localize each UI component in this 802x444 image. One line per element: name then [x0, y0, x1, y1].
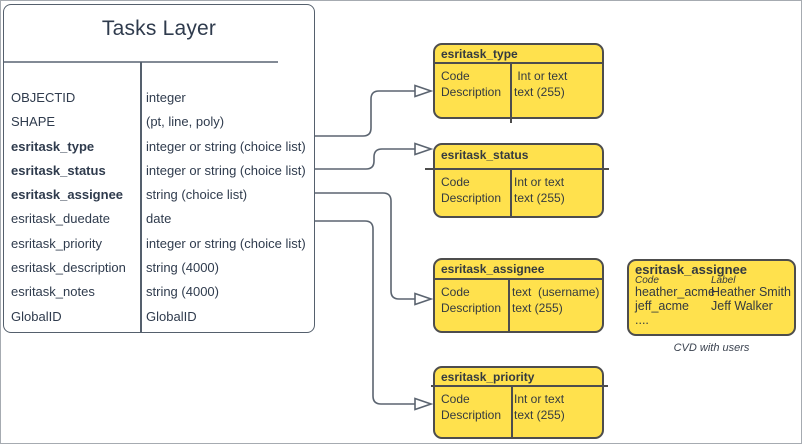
choice-list-box-esritask-status: [433, 143, 604, 218]
field-name: esritask_description: [11, 260, 126, 276]
arrowhead-esritask-assignee: [414, 292, 434, 306]
arrowhead-esritask-type: [414, 84, 434, 98]
connector-esritask-assignee: [315, 192, 415, 300]
choice-list-fields: Code Description: [441, 175, 502, 205]
cvd-example-box: [627, 259, 796, 336]
field-name: esritask_notes: [11, 284, 95, 300]
choice-list-column-divider: [508, 279, 510, 332]
choice-list-column-divider: [510, 63, 512, 123]
choice-list-fields: Code Description: [441, 69, 502, 99]
choice-list-types: Int or text text (255): [514, 392, 565, 422]
choice-list-box-esritask-priority: [433, 366, 604, 439]
choice-list-title: esritask_priority: [441, 370, 535, 384]
connector-esritask-status: [315, 148, 415, 170]
choice-list-types: Int or text text (255): [514, 175, 565, 205]
choice-list-divider: [434, 62, 603, 64]
cvd-code-header: Code: [635, 275, 659, 286]
choice-list-title: esritask_status: [441, 148, 529, 162]
connector-esritask-type: [315, 90, 415, 137]
field-row: GlobalID GlobalID: [1, 305, 313, 329]
field-type: string (4000): [146, 284, 219, 300]
field-name: GlobalID: [11, 308, 62, 324]
choice-list-column-divider: [511, 386, 513, 438]
field-name: esritask_type: [11, 138, 95, 154]
choice-list-column-divider: [510, 169, 512, 217]
tasks-field-list: OBJECTID integer SHAPE (pt, line, poly) …: [1, 86, 313, 329]
field-name: OBJECTID: [11, 90, 76, 105]
field-type: (pt, line, poly): [146, 114, 225, 130]
connector-esritask-priority: [315, 220, 415, 405]
field-name: esritask_priority: [11, 235, 103, 251]
arrowhead-esritask-status: [414, 142, 434, 156]
field-type: GlobalID: [146, 308, 197, 324]
tasks-layer-title: Tasks Layer: [101, 17, 217, 40]
choice-list-types: Int or text text (255): [514, 69, 568, 99]
choice-list-title: esritask_assignee: [441, 262, 545, 276]
field-name: SHAPE: [11, 114, 56, 130]
field-type: string (choice list): [146, 187, 248, 203]
field-name: esritask_status: [11, 162, 106, 178]
field-type: integer: [146, 90, 186, 105]
field-type: integer or string (choice list): [146, 162, 306, 178]
cvd-caption: CVD with users: [673, 342, 750, 354]
field-type: integer or string (choice list): [146, 138, 306, 154]
field-row: SHAPE (pt, line, poly): [1, 110, 313, 134]
cvd-labels-column: Heather Smith Jeff Walker: [711, 285, 791, 313]
cvd-label-header: Label: [711, 275, 736, 286]
choice-list-fields: Code Description: [441, 392, 502, 422]
field-name: esritask_duedate: [11, 211, 111, 227]
field-row: OBJECTID integer: [1, 86, 313, 110]
field-row: esritask_description string (4000): [1, 256, 313, 280]
choice-list-fields: Code Description: [441, 285, 502, 315]
field-type: string (4000): [146, 260, 219, 276]
choice-list-title: esritask_type: [441, 47, 518, 61]
field-row: esritask_assignee string (choice list): [1, 183, 313, 207]
field-row: esritask_type integer or string (choice …: [1, 135, 313, 159]
cvd-codes-column: heather_acme jeff_acme ....: [635, 285, 715, 327]
tasks-column-divider: [140, 62, 142, 333]
tasks-layer-table: [3, 4, 315, 333]
choice-list-divider: [431, 385, 608, 387]
field-row: esritask_priority integer or string (cho…: [1, 232, 313, 256]
cvd-title: esritask_assignee: [635, 262, 748, 277]
choice-list-divider: [425, 168, 609, 170]
field-row: esritask_notes string (4000): [1, 280, 313, 304]
field-row: esritask_status integer or string (choic…: [1, 159, 313, 183]
choice-list-types: text (username) text (255): [512, 285, 600, 315]
choice-list-box-esritask-type: [433, 43, 604, 119]
field-type: date: [146, 211, 172, 227]
field-name: esritask_assignee: [11, 187, 124, 203]
field-type: integer or string (choice list): [146, 235, 306, 251]
choice-list-box-esritask-assignee: [433, 258, 604, 333]
field-row: esritask_duedate date: [1, 207, 313, 231]
arrowhead-esritask-priority: [414, 397, 434, 411]
choice-list-divider: [434, 278, 603, 280]
